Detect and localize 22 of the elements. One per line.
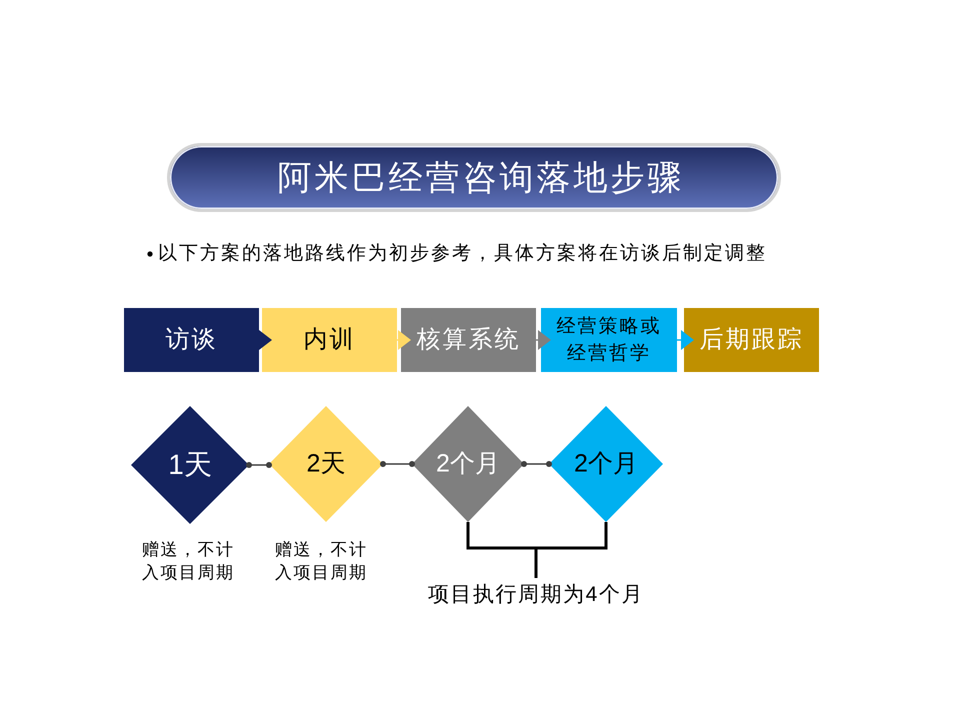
note-text: 赠送，不计入项目周期 [275, 539, 368, 584]
duration-label: 1天 [168, 449, 212, 481]
step-box: 内训 [262, 308, 397, 372]
arrow [677, 330, 694, 350]
arrow [397, 330, 411, 350]
step-box: 经营策略或经营哲学 [541, 308, 677, 372]
step-box: 核算系统 [401, 308, 536, 372]
bracket-line [534, 522, 608, 578]
period-label: 项目执行周期为4个月 [420, 578, 652, 610]
dot-connector [521, 461, 552, 467]
arrow [259, 330, 272, 350]
dot-connector [380, 461, 415, 467]
duration-label: 2个月 [574, 450, 638, 478]
step-box: 后期跟踪 [684, 308, 819, 372]
arrow [536, 330, 551, 350]
duration-label: 2个月 [436, 450, 500, 478]
title-banner: 阿米巴经营咨询落地步骤 [167, 143, 781, 212]
note-text: 以下方案的落地路线作为初步参考，具体方案将在访谈后制定调整 [158, 242, 767, 266]
step-box: 访谈 [124, 308, 259, 372]
dot-connector [246, 462, 272, 468]
duration-label: 2天 [306, 450, 346, 478]
note-text: 赠送，不计入项目周期 [142, 539, 236, 584]
